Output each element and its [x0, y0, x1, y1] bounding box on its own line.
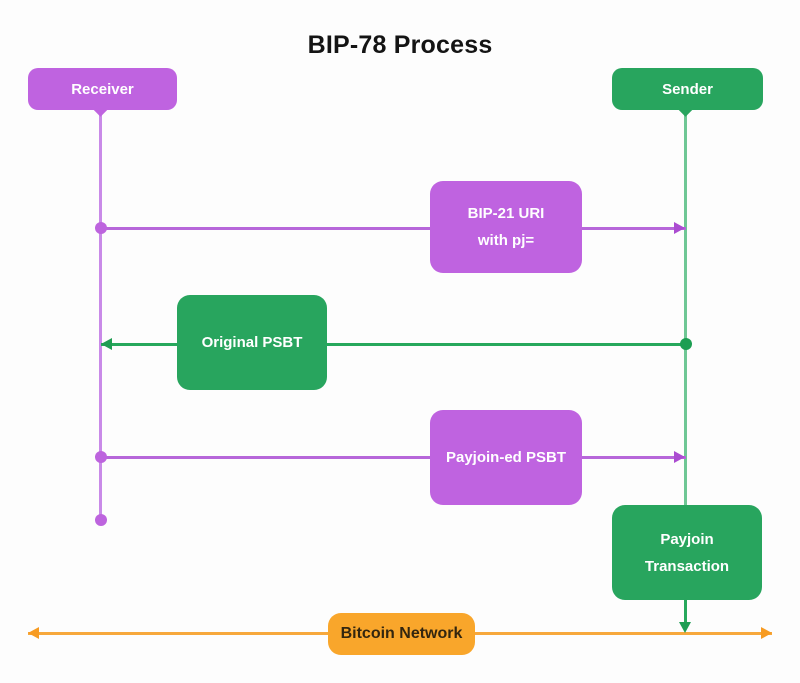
payjoined-psbt-arrow-right-icon [674, 451, 685, 463]
actor-receiver-label: Receiver [71, 80, 134, 98]
bitcoin-network-label: Bitcoin Network [340, 624, 463, 642]
bitcoin-network-box: Bitcoin Network [328, 613, 475, 655]
receiver-lifeline-end-dot [95, 514, 107, 526]
sender-lifeline [684, 110, 687, 505]
actor-sender-label: Sender [662, 80, 713, 98]
network-arrow-right-icon [761, 627, 772, 639]
payjoined-psbt-origin-dot [95, 451, 107, 463]
bip21-label-line2: with pj= [477, 232, 535, 249]
payjoined-psbt-label: Payjoin-ed PSBT [445, 449, 567, 466]
message-line-original-psbt [101, 343, 686, 346]
actor-sender: Sender [612, 68, 763, 110]
message-box-payjoined-psbt: Payjoin-ed PSBT [430, 410, 582, 505]
original-psbt-origin-dot [680, 338, 692, 350]
message-box-original-psbt: Original PSBT [177, 295, 327, 390]
payjoin-tx-arrow-down-icon [679, 622, 691, 633]
original-psbt-arrow-left-icon [101, 338, 112, 350]
bip21-origin-dot [95, 222, 107, 234]
message-line-bip21 [101, 227, 686, 230]
bip21-arrow-right-icon [674, 222, 685, 234]
actor-receiver: Receiver [28, 68, 177, 110]
payjoin-transaction-label-line2: Transaction [644, 557, 730, 575]
sender-lifeline-lower [684, 600, 687, 625]
receiver-lifeline [99, 110, 102, 520]
node-payjoin-transaction: Payjoin Transaction [612, 505, 762, 600]
original-psbt-label: Original PSBT [201, 334, 303, 351]
message-line-payjoined-psbt [101, 456, 686, 459]
message-box-bip21: BIP-21 URI with pj= [430, 181, 582, 273]
payjoin-transaction-label-line1: Payjoin [660, 530, 714, 548]
bip21-label-line1: BIP-21 URI [467, 205, 545, 222]
network-arrow-left-icon [28, 627, 39, 639]
diagram-title: BIP-78 Process [307, 31, 493, 59]
